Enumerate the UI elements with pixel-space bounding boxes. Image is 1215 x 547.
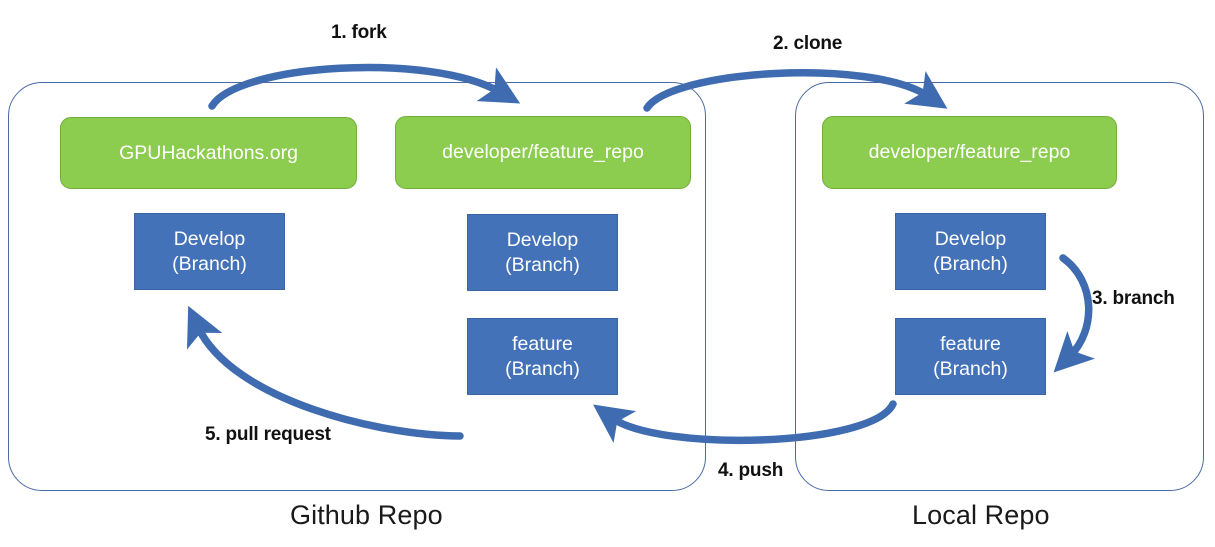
branch-node-local-feature[interactable]: feature (Branch): [895, 318, 1046, 395]
repo-node-local-repo[interactable]: developer/feature_repo: [822, 116, 1117, 189]
repo-node-local-repo-label: developer/feature_repo: [868, 141, 1071, 163]
branch-node-local-feature-line2: (Branch): [933, 357, 1008, 380]
step-label-pull-request: 5. pull request: [205, 424, 331, 445]
step-label-clone: 2. clone: [773, 33, 843, 54]
branch-node-local-feature-line1: feature: [940, 332, 1001, 355]
branch-node-fork-develop-line1: Develop: [506, 228, 579, 251]
repo-node-gpuhackathons-label: GPUHackathons.org: [119, 141, 298, 164]
step-label-fork: 1. fork: [331, 22, 387, 43]
branch-node-github-develop-line1: Develop: [173, 227, 246, 250]
branch-node-github-develop[interactable]: Develop (Branch): [134, 213, 285, 290]
local-repo-container: [795, 82, 1204, 491]
branch-node-fork-develop-line2: (Branch): [505, 253, 580, 276]
step-label-push: 4. push: [718, 460, 784, 481]
step-label-branch: 3. branch: [1092, 288, 1175, 309]
branch-node-fork-feature[interactable]: feature (Branch): [467, 318, 618, 395]
branch-node-local-develop[interactable]: Develop (Branch): [895, 213, 1046, 290]
branch-node-fork-develop[interactable]: Develop (Branch): [467, 214, 618, 291]
branch-node-local-develop-line2: (Branch): [933, 252, 1008, 275]
local-repo-caption: Local Repo: [912, 500, 1050, 530]
repo-node-fork-repo-label: developer/feature_repo: [442, 141, 644, 163]
branch-node-github-develop-line2: (Branch): [172, 252, 247, 275]
github-repo-caption: Github Repo: [290, 500, 443, 530]
repo-node-fork-repo[interactable]: developer/feature_repo: [395, 116, 691, 189]
github-repo-container: [8, 82, 706, 491]
branch-node-fork-feature-line2: (Branch): [505, 357, 580, 380]
branch-node-fork-feature-line1: feature: [512, 332, 573, 355]
branch-node-local-develop-line1: Develop: [934, 227, 1007, 250]
repo-node-gpuhackathons[interactable]: GPUHackathons.org: [60, 117, 357, 189]
